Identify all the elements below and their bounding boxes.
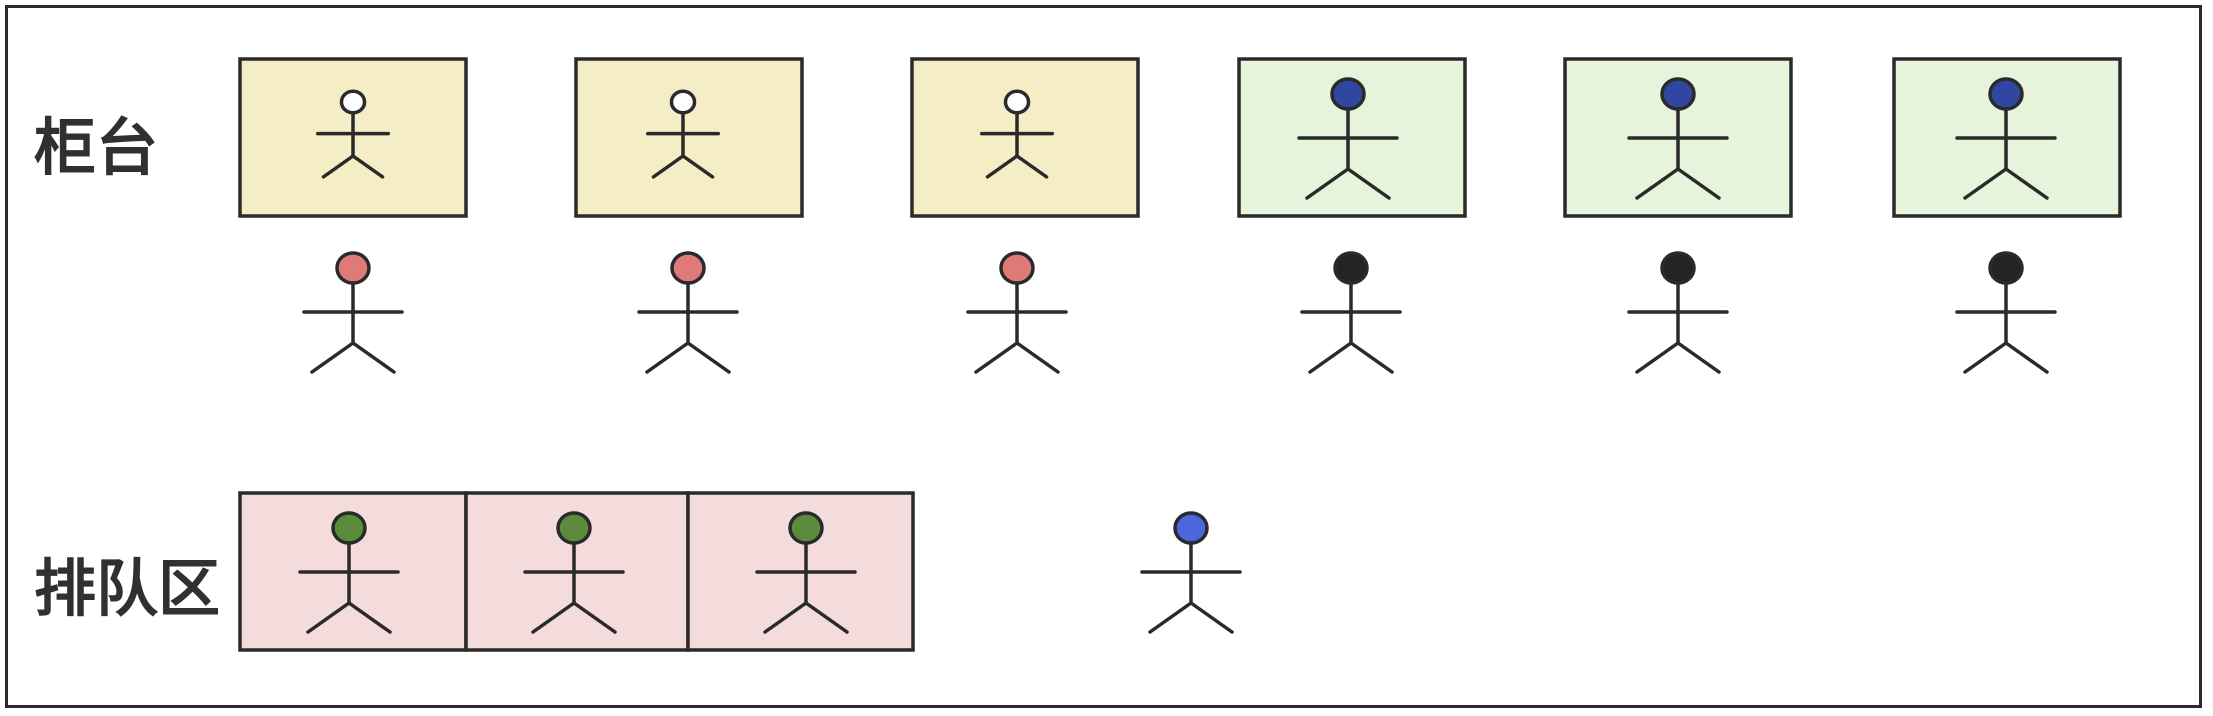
queue-row-label: 排队区 [34, 552, 221, 625]
counter-row-label: 柜台 [34, 111, 159, 184]
person-head [1330, 77, 1366, 111]
person-left-leg [321, 154, 355, 179]
person-head [1988, 77, 2024, 111]
counter-box [574, 57, 804, 218]
person-left-leg [1305, 167, 1350, 200]
person-right-leg [347, 601, 392, 634]
queued-person-icon [755, 511, 857, 634]
clerk-active-person-icon [1627, 77, 1729, 200]
served-customer-icon-5 [1627, 251, 1729, 374]
person-left-leg [645, 341, 690, 374]
person-head [670, 251, 706, 285]
queue-slot-2 [464, 491, 690, 652]
person-right-leg [572, 601, 617, 634]
person-head [335, 251, 371, 285]
person-left-leg [651, 154, 685, 179]
waiting-customer-icon-1 [302, 251, 404, 374]
counter-window-4 [1237, 57, 1467, 218]
clerk-idle-person-icon [979, 89, 1055, 179]
person-right-leg [2004, 341, 2049, 374]
person-right-leg [1676, 341, 1721, 374]
person-right-leg [1346, 167, 1391, 200]
person-head [339, 89, 367, 115]
person-left-leg [974, 341, 1019, 374]
person-head [556, 511, 592, 545]
person-head [1003, 89, 1031, 115]
person-right-leg [1015, 341, 1060, 374]
person-right-leg [351, 341, 396, 374]
person-left-leg [1635, 167, 1680, 200]
counter-window-6 [1892, 57, 2122, 218]
person-right-leg [681, 154, 715, 179]
person-left-leg [1963, 167, 2008, 200]
clerk-active-person-icon [1297, 77, 1399, 200]
served-customer-icon-4 [1300, 251, 1402, 374]
served-customer-icon-6 [1955, 251, 2057, 374]
person-head [1333, 251, 1369, 285]
person-left-leg [310, 341, 355, 374]
person-right-leg [1015, 154, 1049, 179]
counter-window-3 [910, 57, 1140, 218]
person-right-leg [1189, 601, 1234, 634]
person-right-leg [351, 154, 385, 179]
person-left-leg [531, 601, 576, 634]
counter-box [910, 57, 1140, 218]
arriving-person-icon [1140, 511, 1242, 634]
person-right-leg [1349, 341, 1394, 374]
person-right-leg [1676, 167, 1721, 200]
person-head [1660, 77, 1696, 111]
person-left-leg [1308, 341, 1353, 374]
person-left-leg [1635, 341, 1680, 374]
waiting-customer-icon-2 [637, 251, 739, 374]
person-left-leg [306, 601, 351, 634]
queue-slot-1 [238, 491, 468, 652]
counter-window-5 [1563, 57, 1793, 218]
queue-slot-3 [686, 491, 915, 652]
person-head [788, 511, 824, 545]
queued-person-icon [298, 511, 400, 634]
person-head [1988, 251, 2024, 285]
person-right-leg [686, 341, 731, 374]
person-left-leg [1148, 601, 1193, 634]
person-head [331, 511, 367, 545]
diagram-frame [5, 5, 2202, 708]
person-head [999, 251, 1035, 285]
person-right-leg [804, 601, 849, 634]
person-head [669, 89, 697, 115]
clerk-active-person-icon [1955, 77, 2057, 200]
person-left-leg [1963, 341, 2008, 374]
counter-window-1 [238, 57, 468, 218]
counter-window-2 [574, 57, 804, 218]
person-head [1660, 251, 1696, 285]
queued-person-icon [523, 511, 625, 634]
person-head [1173, 511, 1209, 545]
person-right-leg [2004, 167, 2049, 200]
person-left-leg [985, 154, 1019, 179]
clerk-idle-person-icon [315, 89, 391, 179]
clerk-idle-person-icon [645, 89, 721, 179]
person-left-leg [763, 601, 808, 634]
waiting-customer-icon-3 [966, 251, 1068, 374]
